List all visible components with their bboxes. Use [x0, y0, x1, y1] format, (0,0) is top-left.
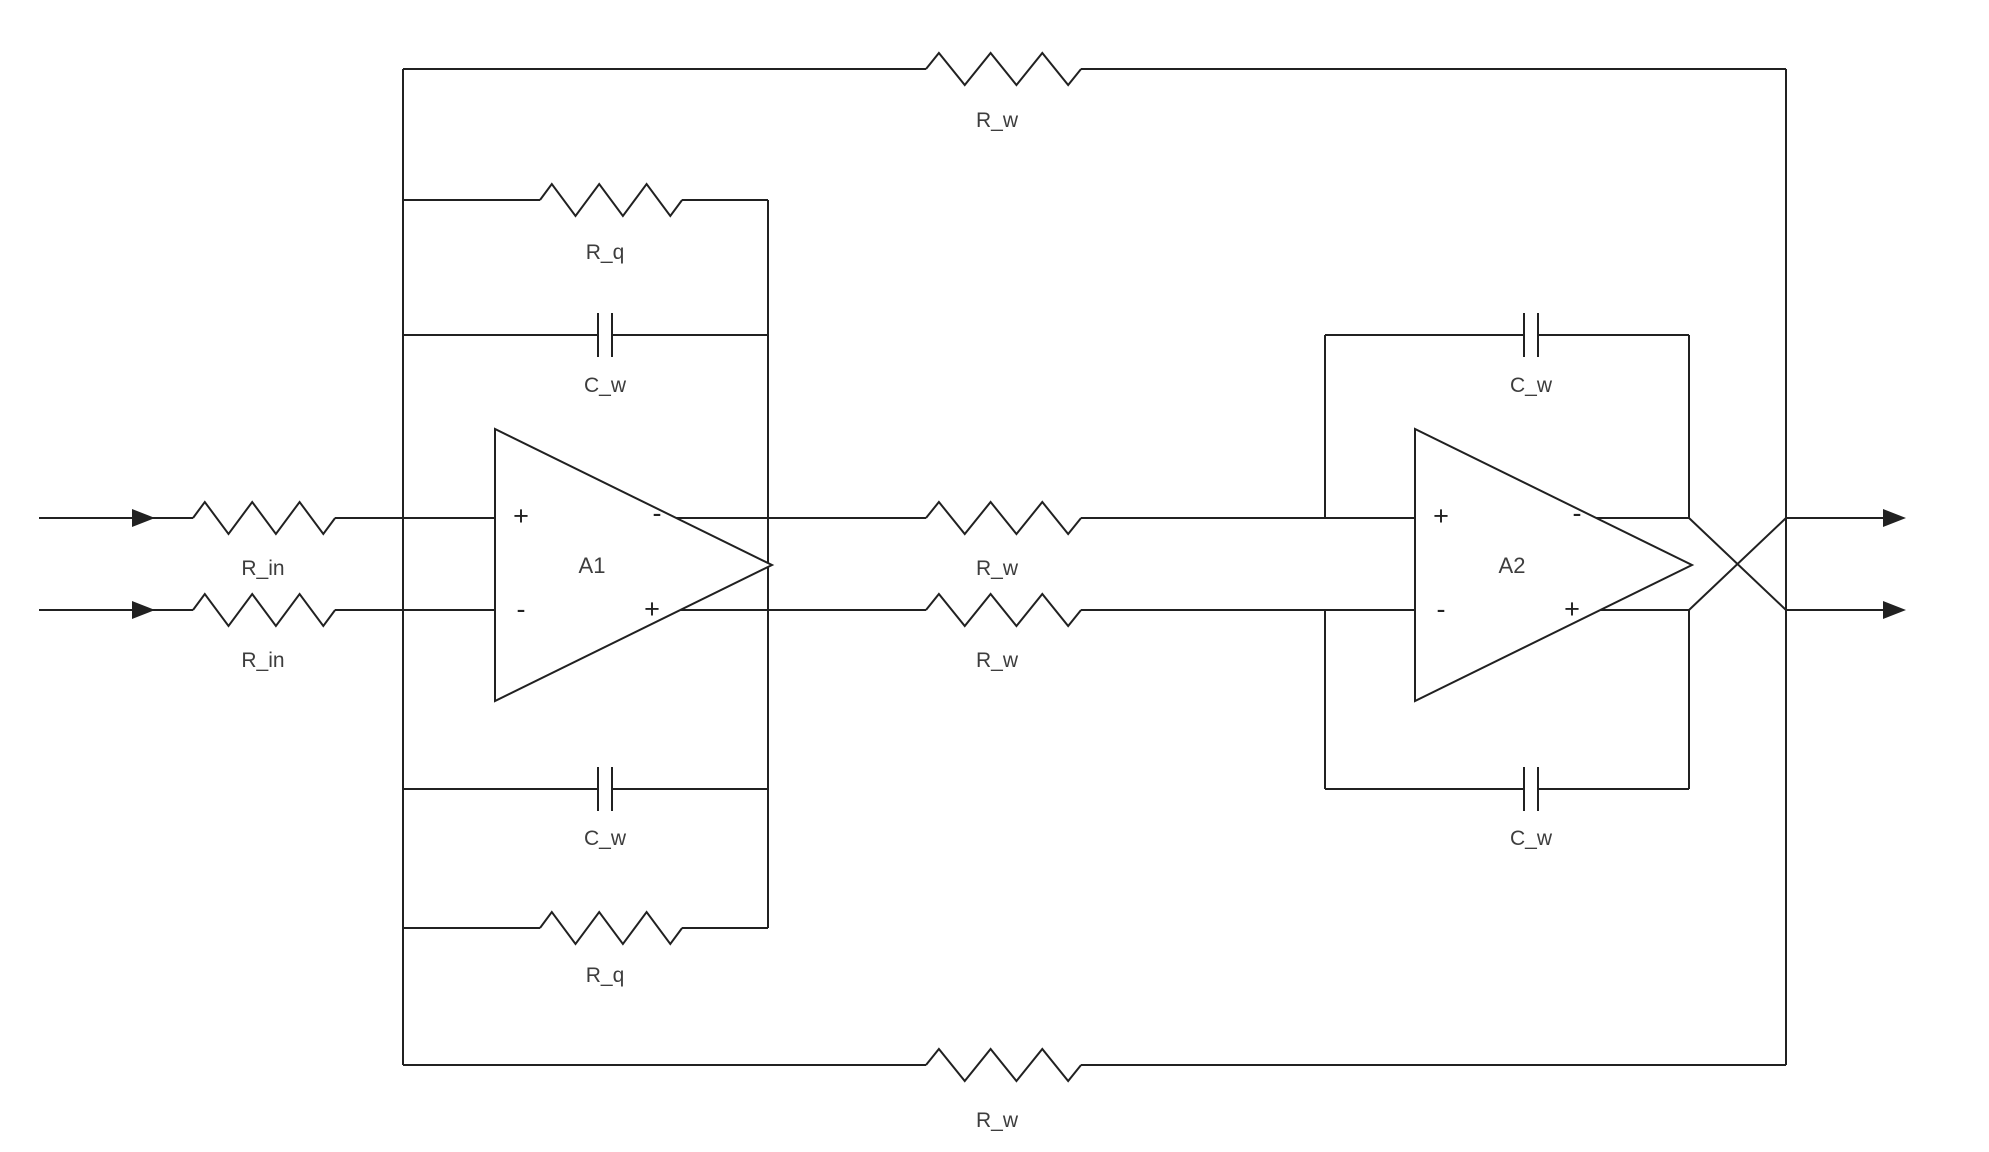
resistors — [192, 51, 1082, 1083]
opamp-a2-body — [1414, 427, 1695, 703]
opamp-a1-label: A1 — [579, 553, 606, 578]
label-c-w-a1-bottom: C_w — [584, 827, 627, 850]
label-r-q-bottom: R_q — [586, 964, 625, 987]
resistor-r-in-top — [192, 500, 336, 536]
capacitors — [597, 313, 1539, 811]
capacitor-c-w-a2-top — [1523, 313, 1539, 357]
resistor-r-w-outer-bottom — [925, 1047, 1082, 1083]
capacitor-c-w-a1-top — [597, 313, 613, 357]
label-r-w-mid-bottom: R_w — [976, 649, 1019, 672]
opamp-a2: + - - + A2 — [1414, 427, 1695, 703]
input-arrow-top-icon — [132, 509, 155, 527]
opamp-a2-output-plus: + — [1564, 594, 1580, 624]
label-c-w-a1-top: C_w — [584, 374, 627, 397]
output-arrow-bottom-icon — [1883, 601, 1906, 619]
wires — [39, 68, 1886, 1066]
component-labels: R_w R_q C_w R_in R_in R_w R_w C_w C_w C_… — [241, 109, 1552, 1132]
label-r-in-top: R_in — [241, 557, 284, 580]
opamp-a2-input-plus: + — [1433, 501, 1449, 531]
label-r-in-bottom: R_in — [241, 649, 284, 672]
capacitor-c-w-a1-bottom — [597, 767, 613, 811]
arrows — [132, 509, 1906, 619]
input-arrow-bottom-icon — [132, 601, 155, 619]
resistor-r-q-bottom — [539, 910, 683, 946]
label-r-w-outer-top: R_w — [976, 109, 1019, 132]
opamp-a1-input-minus: - — [517, 594, 526, 624]
resistor-r-in-bottom — [192, 592, 336, 628]
label-r-w-mid-top: R_w — [976, 557, 1019, 580]
resistor-r-w-mid-bottom — [925, 592, 1082, 628]
resistor-r-w-mid-top — [925, 500, 1082, 536]
opamp-a1-input-plus: + — [513, 501, 529, 531]
capacitor-c-w-a2-bottom — [1523, 767, 1539, 811]
opamp-a1: + - - + A1 — [494, 427, 775, 703]
wire-output-crossover — [1688, 517, 1787, 611]
label-c-w-a2-bottom: C_w — [1510, 827, 1553, 850]
label-c-w-a2-top: C_w — [1510, 374, 1553, 397]
resistor-r-q-top — [539, 182, 683, 218]
opamp-a1-output-minus: - — [653, 498, 662, 528]
opamp-a2-input-minus: - — [1437, 594, 1446, 624]
opamp-a2-output-minus: - — [1573, 498, 1582, 528]
label-r-w-outer-bottom: R_w — [976, 1109, 1019, 1132]
resistor-r-w-outer-top — [925, 51, 1082, 87]
opamp-a1-body — [494, 427, 775, 703]
opamp-a1-output-plus: + — [644, 594, 660, 624]
label-r-q-top: R_q — [586, 241, 625, 264]
output-arrow-top-icon — [1883, 509, 1906, 527]
opamp-a2-label: A2 — [1499, 553, 1526, 578]
